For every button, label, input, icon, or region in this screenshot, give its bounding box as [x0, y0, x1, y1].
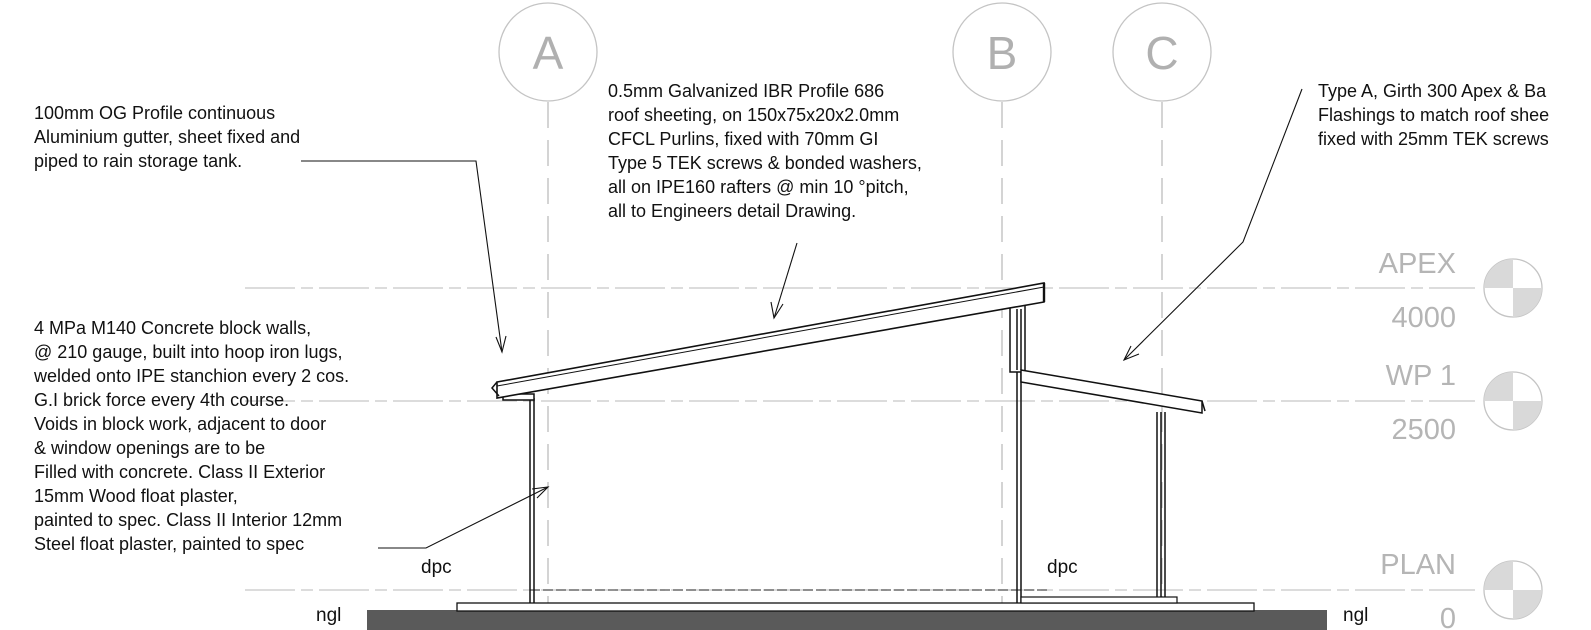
note-line: Type A, Girth 300 Apex & Ba: [1318, 81, 1547, 101]
note-line: 15mm Wood float plaster,: [34, 486, 238, 506]
lean-to-post: [1156, 412, 1166, 603]
ngl-label-left: ngl: [316, 605, 341, 626]
note-roof: 0.5mm Galvanized IBR Profile 686 roof sh…: [608, 79, 922, 223]
lean-to-step: [1020, 596, 1178, 604]
grid-label-c: C: [1145, 27, 1178, 79]
note-line: Flashings to match roof shee: [1318, 105, 1550, 125]
note-line: & window openings are to be: [34, 438, 266, 458]
note-line: Filled with concrete. Class II Exterior: [34, 462, 326, 482]
note-line: CFCL Purlins, fixed with 70mm GI: [608, 129, 879, 149]
leader-walls: [378, 486, 550, 549]
note-line: 100mm OG Profile continuous: [34, 103, 276, 123]
note-line: Voids in block work, adjacent to door: [34, 414, 327, 434]
level-name-apex: APEX: [1379, 248, 1456, 280]
dpc-label-left: dpc: [421, 557, 452, 578]
note-line: all to Engineers detail Drawing.: [608, 201, 857, 221]
note-line: @ 210 gauge, built into hoop iron lugs,: [34, 342, 343, 362]
main-roof: [491, 282, 1046, 399]
leader-roof: [770, 242, 798, 320]
note-line: roof sheeting, on 150x75x20x2.0mm: [608, 105, 900, 125]
level-marker-icon: [1483, 371, 1543, 431]
note-line: G.I brick force every 4th course.: [34, 390, 290, 410]
note-line: Type 5 TEK screws & bonded washers,: [608, 153, 922, 173]
note-line: painted to spec. Class II Interior 12mm: [34, 510, 343, 530]
level-value-plan: 0: [1440, 603, 1456, 630]
note-flashing: Type A, Girth 300 Apex & Ba Flashings to…: [1318, 79, 1591, 151]
note-line: welded onto IPE stanchion every 2 cos.: [34, 366, 350, 386]
level-name-wp1: WP 1: [1386, 360, 1456, 392]
note-gutter: 100mm OG Profile continuous Aluminium gu…: [34, 101, 300, 173]
dpc-label-right: dpc: [1047, 557, 1078, 578]
leader-flashing: [1122, 88, 1303, 362]
lean-to-roof: [1020, 369, 1206, 414]
note-line: Steel float plaster, painted to spec: [34, 534, 305, 554]
grid-label-b: B: [987, 27, 1018, 79]
note-line: 4 MPa M140 Concrete block walls,: [34, 318, 312, 338]
note-line: fixed with 25mm TEK screws: [1318, 129, 1549, 149]
note-line: all on IPE160 rafters @ min 10 °pitch,: [608, 177, 909, 197]
level-value-apex: 4000: [1391, 302, 1456, 334]
grid-bubble-b: [952, 2, 1052, 102]
note-line: 0.5mm Galvanized IBR Profile 686: [608, 81, 885, 101]
grid-bubble-c: [1112, 2, 1212, 102]
level-marker-icon: [1483, 258, 1543, 318]
leader-gutter: [301, 160, 507, 354]
note-line: Aluminium gutter, sheet fixed and: [34, 127, 301, 147]
right-wall: [1009, 304, 1026, 603]
floor-slab: [456, 602, 1255, 612]
level-value-wp1: 2500: [1391, 414, 1456, 446]
grid-bubble-a: [498, 2, 598, 102]
note-walls: 4 MPa M140 Concrete block walls, @ 210 g…: [34, 316, 349, 556]
level-name-plan: PLAN: [1380, 549, 1456, 581]
grid-label-a: A: [533, 27, 564, 79]
left-wall: [502, 393, 535, 603]
ground-strip: [367, 610, 1327, 630]
ngl-label-right: ngl: [1343, 605, 1368, 626]
note-line: piped to rain storage tank.: [34, 151, 243, 171]
level-marker-icon: [1483, 560, 1543, 620]
